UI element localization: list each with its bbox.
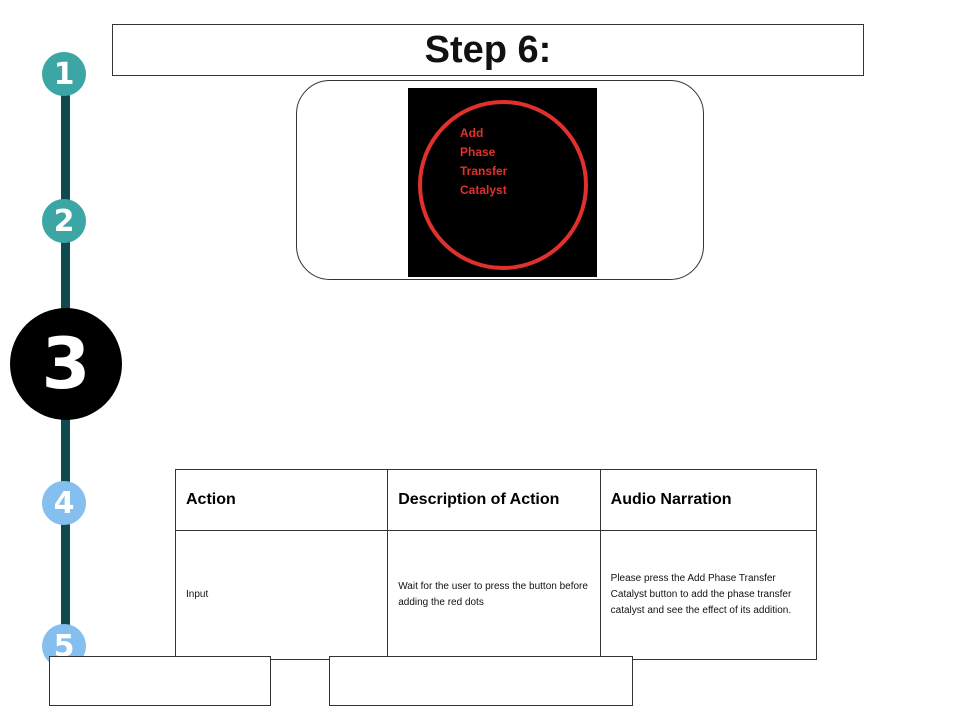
- catalyst-label-line: Transfer: [460, 164, 508, 178]
- timeline-step-3-active[interactable]: 3: [10, 308, 122, 420]
- catalyst-label-line: Catalyst: [460, 183, 507, 197]
- cell-action: Input: [174, 530, 389, 660]
- action-table: Action Description of Action Audio Narra…: [174, 469, 818, 660]
- header-audio-narration: Audio Narration: [599, 469, 818, 531]
- add-catalyst-button-ring[interactable]: [408, 88, 597, 277]
- timeline-step-2[interactable]: 2: [42, 199, 86, 243]
- header-description: Description of Action: [387, 469, 601, 531]
- footer-box-left: [49, 656, 271, 706]
- add-phase-transfer-catalyst-button[interactable]: Add Phase Transfer Catalyst: [460, 124, 550, 200]
- footer-box-right: [329, 656, 633, 706]
- header-action: Action: [174, 469, 389, 531]
- cell-description: Wait for the user to press the button be…: [387, 530, 601, 660]
- table-row: Input Wait for the user to press the but…: [174, 530, 818, 660]
- simulation-screen: Add Phase Transfer Catalyst: [408, 88, 597, 277]
- timeline-step-4[interactable]: 4: [42, 481, 86, 525]
- step-title-box: Step 6:: [112, 24, 864, 76]
- step-title: Step 6:: [424, 28, 552, 71]
- catalyst-label-line: Add: [460, 126, 484, 140]
- timeline-step-1[interactable]: 1: [42, 52, 86, 96]
- catalyst-label-line: Phase: [460, 145, 496, 159]
- cell-narration: Please press the Add Phase Transfer Cata…: [599, 530, 818, 660]
- table-header-row: Action Description of Action Audio Narra…: [174, 469, 818, 531]
